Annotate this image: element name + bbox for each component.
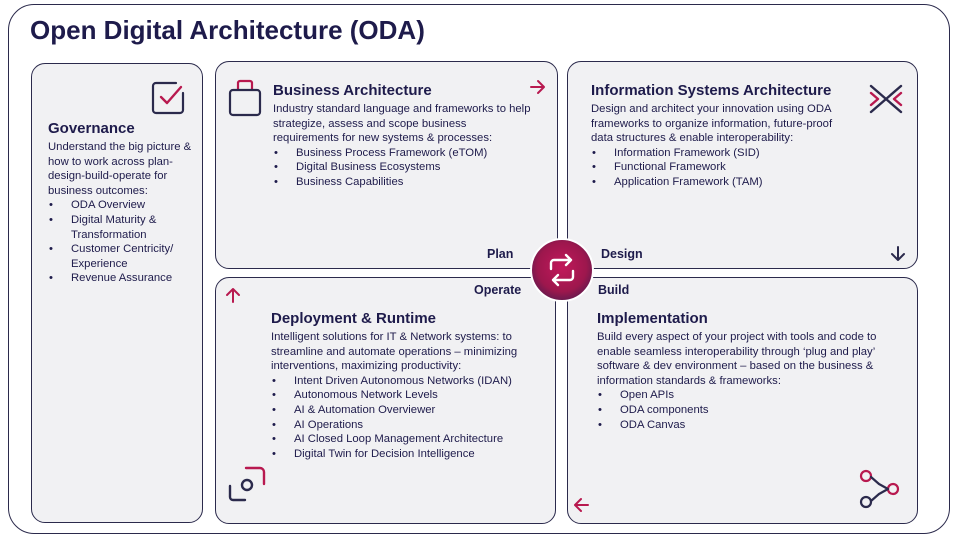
network-nodes-icon: [859, 469, 900, 509]
list-item: Functional Framework: [591, 160, 853, 175]
governance-card: [31, 63, 203, 523]
ring-bracket-icon: [228, 466, 266, 502]
governance-list: ODA Overview Digital Maturity & Transfor…: [48, 198, 200, 286]
implementation-list: Open APIs ODA components ODA Canvas: [597, 388, 889, 432]
list-item: Application Framework (TAM): [591, 175, 853, 190]
business-list: Business Process Framework (eTOM) Digita…: [273, 146, 535, 190]
briefcase-icon: [228, 79, 262, 117]
arrow-down-icon[interactable]: [889, 245, 907, 263]
list-item: Business Process Framework (eTOM): [273, 146, 535, 161]
infosys-list: Information Framework (SID) Functional F…: [591, 146, 853, 190]
implementation-content: Implementation Build every aspect of you…: [597, 310, 889, 432]
page-title: Open Digital Architecture (ODA): [30, 15, 425, 45]
arrow-left-icon[interactable]: [572, 496, 590, 514]
list-item: Customer Centricity/ Experience: [48, 242, 200, 271]
information-systems-content: Information Systems Architecture Design …: [591, 82, 853, 190]
cross-arrows-icon: [869, 84, 903, 114]
list-item: AI Operations: [271, 418, 543, 433]
governance-content: Governance Understand the big picture & …: [48, 120, 200, 286]
phase-label-design: Design: [601, 247, 643, 261]
list-item: Revenue Assurance: [48, 271, 200, 286]
checkbox-check-icon: [151, 81, 185, 115]
phase-label-build: Build: [598, 283, 630, 297]
outer-frame: [8, 4, 950, 534]
deployment-description: Intelligent solutions for IT & Network s…: [271, 331, 518, 373]
implementation-heading: Implementation: [597, 310, 708, 327]
business-description: Industry standard language and framework…: [273, 103, 531, 145]
infosys-heading: Information Systems Architecture: [591, 82, 832, 99]
list-item: Business Capabilities: [273, 175, 535, 190]
infosys-description: Design and architect your innovation usi…: [591, 103, 833, 145]
governance-description: Understand the big picture & how to work…: [48, 141, 192, 197]
list-item: Open APIs: [597, 388, 889, 403]
phase-label-plan: Plan: [487, 247, 514, 261]
deployment-heading: Deployment & Runtime: [271, 310, 437, 327]
list-item: Information Framework (SID): [591, 146, 853, 161]
list-item: Digital Business Ecosystems: [273, 160, 535, 175]
list-item: Digital Twin for Decision Intelligence: [271, 447, 543, 462]
list-item: ODA Canvas: [597, 418, 889, 433]
deployment-list: Intent Driven Autonomous Networks (IDAN)…: [271, 374, 543, 462]
implementation-description: Build every aspect of your project with …: [597, 331, 877, 387]
list-item: Autonomous Network Levels: [271, 388, 543, 403]
list-item: AI & Automation Overviewer: [271, 403, 543, 418]
arrow-up-icon[interactable]: [224, 286, 242, 304]
list-item: ODA components: [597, 403, 889, 418]
cycle-arrows-icon: [549, 253, 575, 287]
list-item: Intent Driven Autonomous Networks (IDAN): [271, 374, 543, 389]
list-item: Digital Maturity & Transformation: [48, 213, 200, 242]
arrow-right-icon[interactable]: [529, 78, 547, 96]
list-item: AI Closed Loop Management Architecture: [271, 432, 543, 447]
deployment-runtime-content: Deployment & Runtime Intelligent solutio…: [271, 310, 543, 461]
list-item: ODA Overview: [48, 198, 200, 213]
center-hub: [530, 238, 594, 302]
phase-label-operate: Operate: [474, 283, 522, 297]
business-heading: Business Architecture: [273, 82, 432, 99]
business-architecture-content: Business Architecture Industry standard …: [273, 82, 535, 190]
governance-heading: Governance: [48, 120, 135, 137]
